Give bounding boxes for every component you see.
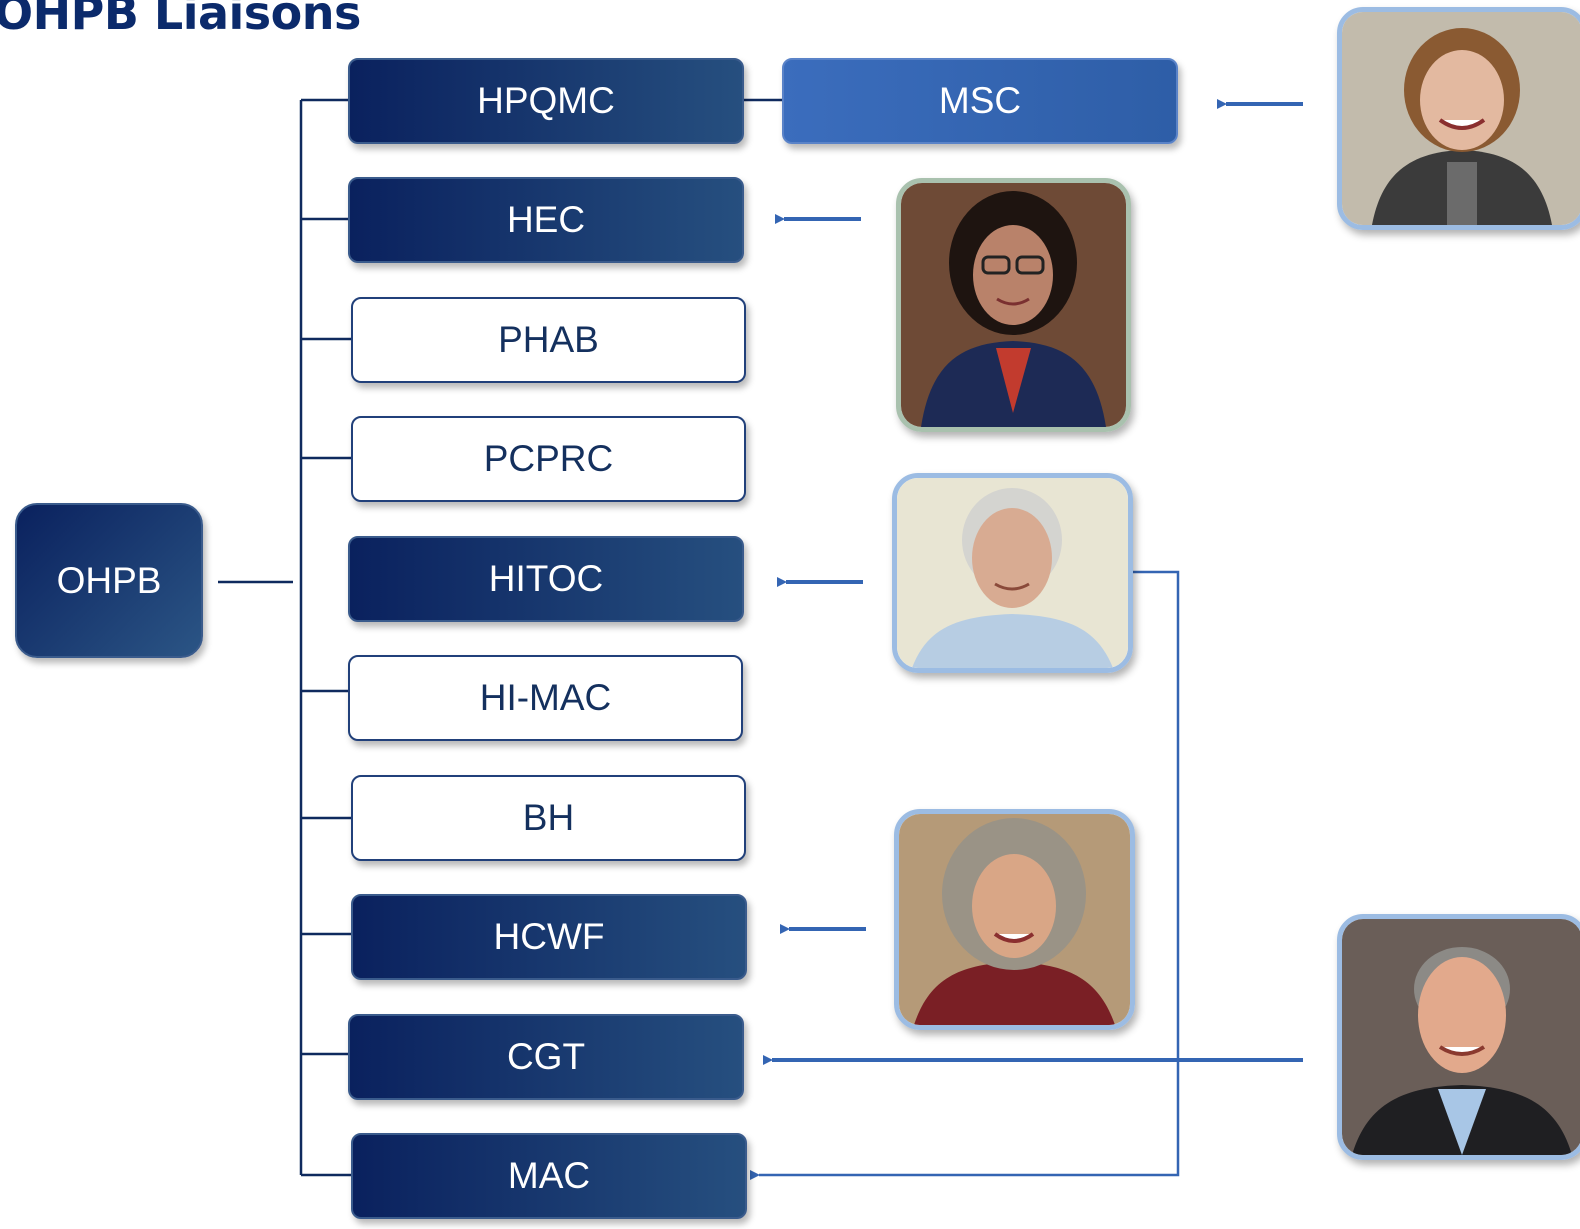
committee-pcprc: PCPRC [351, 416, 746, 502]
liaison-photo-hitoc-mac [892, 473, 1133, 673]
person-portrait-icon [899, 814, 1130, 1025]
committee-hcwf: HCWF [351, 894, 747, 980]
person-portrait-icon [897, 478, 1128, 668]
committee-hec: HEC [348, 177, 744, 263]
person-portrait-icon [1342, 12, 1580, 225]
committee-label: CGT [506, 1036, 586, 1077]
arrow-mac [750, 570, 1180, 1180]
committee-cgt: CGT [348, 1014, 744, 1100]
page-title: OHPB Liaisons [0, 0, 361, 40]
committee-label: MAC [507, 1155, 591, 1196]
committee-mac: MAC [351, 1133, 747, 1219]
ohpb-root-box: OHPB [15, 503, 203, 658]
committee-bh: BH [351, 775, 746, 861]
committee-msc: MSC [782, 58, 1178, 144]
committee-label: PCPRC [483, 438, 614, 479]
committee-label: HCWF [493, 916, 605, 957]
committee-hi-mac: HI-MAC [348, 655, 743, 741]
liaison-photo-hcwf [894, 809, 1135, 1030]
liaison-photo-cgt [1337, 914, 1580, 1160]
committee-label: BH [522, 797, 575, 838]
committee-label: PHAB [498, 319, 599, 360]
ohpb-root-label: OHPB [56, 559, 162, 601]
committee-hpqmc: HPQMC [348, 58, 744, 144]
committee-label: HI-MAC [479, 677, 612, 718]
committee-label: HEC [506, 199, 586, 240]
person-portrait-icon [901, 183, 1126, 427]
committee-label: HITOC [488, 558, 604, 599]
liaison-photo-hec [896, 178, 1131, 432]
committee-label: HPQMC [477, 80, 615, 121]
committee-phab: PHAB [351, 297, 746, 383]
committee-label: MSC [938, 80, 1022, 121]
liaison-photo-msc [1337, 7, 1580, 230]
person-portrait-icon [1342, 919, 1580, 1155]
committee-hitoc: HITOC [348, 536, 744, 622]
